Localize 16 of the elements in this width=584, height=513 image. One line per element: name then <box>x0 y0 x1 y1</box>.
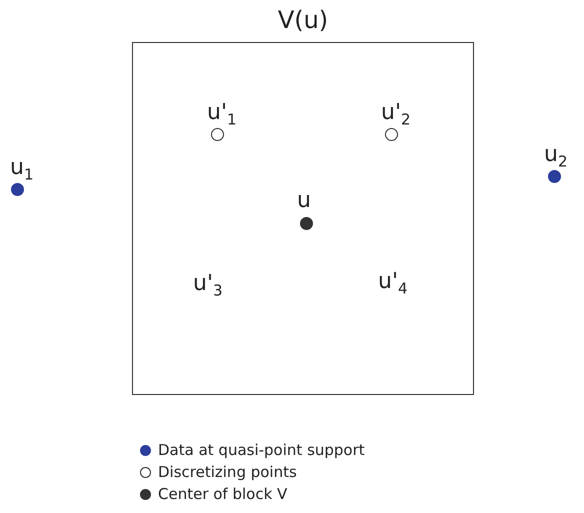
legend-text: Center of block V <box>158 485 288 503</box>
point-marker <box>548 170 561 183</box>
point-label: u <box>297 189 311 213</box>
point-label: u'$_{4}$ <box>378 270 408 300</box>
point-marker <box>11 183 24 196</box>
block-title: V(u) <box>278 6 328 34</box>
legend-text: Data at quasi-point support <box>158 441 365 459</box>
point-label: u'$_{3}$ <box>193 272 223 302</box>
point-marker <box>211 128 224 141</box>
point-label: u$_{1}$ <box>10 156 34 186</box>
point-label: u'$_{2}$ <box>381 101 411 130</box>
legend-text: Discretizing points <box>158 463 297 481</box>
point-label: u'$_{1}$ <box>207 101 237 130</box>
point-label: u$_{2}$ <box>544 143 568 172</box>
point-marker <box>300 217 313 230</box>
point-marker <box>385 128 398 141</box>
